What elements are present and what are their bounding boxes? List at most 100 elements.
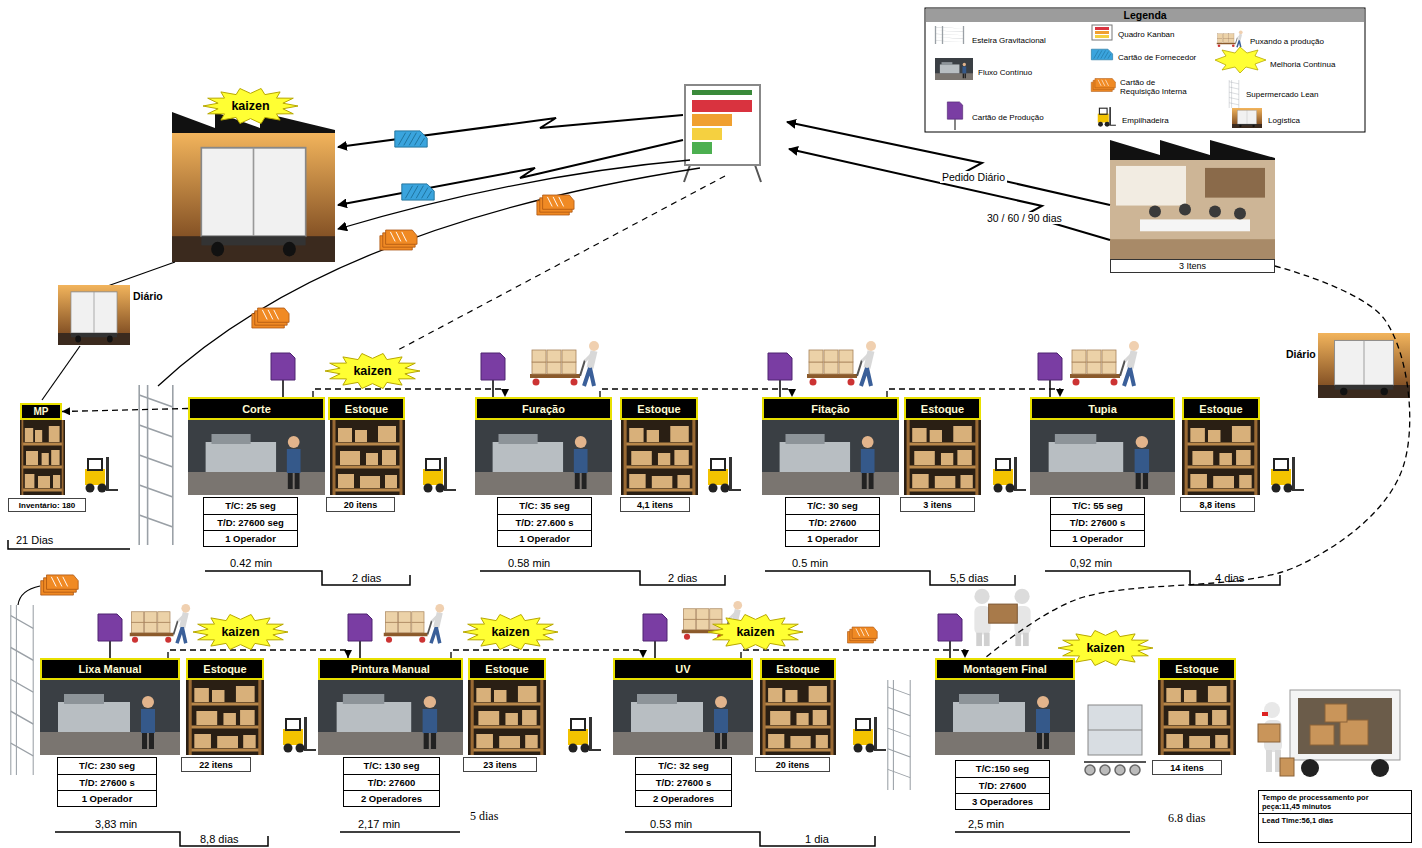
forklifts <box>708 457 741 493</box>
timeline-value: 0.53 min <box>650 818 692 830</box>
inventory-count-text: 14 itens <box>1153 763 1221 773</box>
inventory-count: 8,8 itens <box>1180 497 1255 512</box>
timeline-value: 0,92 min <box>1070 557 1112 569</box>
process-name: UV <box>615 663 751 675</box>
inventory-count: 20 itens <box>755 757 830 772</box>
legend-text: Puxando a produção <box>1250 37 1324 46</box>
process-data-text: 1 Operador <box>498 531 591 547</box>
information-flow <box>789 149 1110 240</box>
inventory-count: 20 itens <box>326 497 395 512</box>
production-cards <box>643 614 667 658</box>
information-flow <box>42 346 80 400</box>
legend-icons <box>1098 107 1116 127</box>
kaizen-burst: kaizen <box>708 614 803 650</box>
customer-building <box>1110 160 1275 259</box>
kaizen-star <box>463 615 558 650</box>
timeline-value: 2,17 min <box>358 818 400 830</box>
inventory-shelves <box>20 420 65 495</box>
kaizen-star <box>193 615 288 650</box>
production-cards <box>938 614 962 658</box>
timeline-value: 21 Dias <box>16 534 53 546</box>
kaizen-star <box>708 615 803 650</box>
logistics-trucks <box>58 285 1410 777</box>
timeline <box>955 831 1130 833</box>
cards <box>41 575 78 595</box>
logistics-trucks <box>1258 690 1400 777</box>
cards <box>402 184 434 200</box>
inventory-count-text: 23 itens <box>464 760 536 770</box>
summary-text: Lead Time:56,1 dias <box>1259 814 1411 827</box>
kaizen-text: kaizen <box>193 625 288 639</box>
gravity-racks <box>11 605 33 775</box>
production-cards <box>1038 353 1062 397</box>
production-cards <box>348 614 372 658</box>
raw-material-title: MP <box>20 403 62 420</box>
timeline <box>1045 571 1280 585</box>
information-flow <box>158 168 700 386</box>
legend-kanban-icon <box>1092 25 1112 40</box>
flow-note: Diário <box>1286 348 1316 360</box>
legend-text: Cartão de Requisição Interna <box>1120 78 1192 96</box>
forklifts <box>283 717 316 753</box>
legend-icons <box>1232 108 1262 128</box>
process-data-text: T/D: 27600 seg <box>204 515 297 532</box>
inventory-title: Estoque <box>186 658 264 680</box>
supplier-truck <box>172 133 335 262</box>
process-photos <box>475 420 612 495</box>
kaizen-burst: kaizen <box>463 614 558 650</box>
timeline-value: 6.8 dias <box>1168 812 1205 824</box>
legend-icons <box>1091 49 1112 60</box>
process-data-text: T/D: 27600 <box>344 775 439 792</box>
legend-text: Melhoria Contínua <box>1270 60 1335 69</box>
timeline <box>340 831 460 833</box>
process-data-text: 1 Operador <box>58 791 156 807</box>
inventory-count: 23 itens <box>463 757 537 772</box>
process-photos <box>318 680 463 755</box>
legend-text: Empilhadeira <box>1122 116 1169 125</box>
process-name: Pintura Manual <box>320 663 461 675</box>
process-data-text: T/D: 27600 s <box>1051 515 1144 532</box>
timeline <box>765 571 1015 585</box>
pull-workers <box>807 341 876 386</box>
inventory-shelves <box>468 680 546 755</box>
inventory-count: 3 itens <box>900 497 975 512</box>
legend-text: Cartão de Fornecedor <box>1118 53 1196 62</box>
kaizen-text: kaizen <box>708 625 803 639</box>
information-flow <box>102 262 175 288</box>
timeline-value: 5 dias <box>470 810 498 822</box>
kanban-board <box>692 114 732 126</box>
timeline-value: 0.42 min <box>230 557 272 569</box>
process-data-box: T/C:150 segT/D: 276003 Operadores <box>955 760 1050 810</box>
inventory-count-text: 3 itens <box>901 500 974 510</box>
legend-icons <box>935 25 1266 130</box>
process-photos <box>188 420 325 495</box>
legend-panel <box>925 8 1365 132</box>
inventory-title: Estoque <box>328 397 405 420</box>
legend-icons <box>947 102 962 130</box>
pull-workers <box>530 341 599 386</box>
inventory-title-text: Estoque <box>188 663 262 675</box>
process-title: Fitação <box>762 397 899 420</box>
legend-icons <box>935 58 973 80</box>
legend-text: Fluxo Contínuo <box>978 68 1032 77</box>
information-flow <box>787 122 1110 205</box>
inventory-title-text: Estoque <box>330 403 403 415</box>
kanban-board <box>685 85 760 165</box>
inventory-title-text: Estoque <box>1160 663 1234 675</box>
kanban-board <box>755 165 761 182</box>
kaizen-star <box>325 354 420 389</box>
process-data-box: T/C: 25 segT/D: 27600 seg1 Operador <box>203 497 298 547</box>
process-data-text: 2 Operadores <box>344 791 439 807</box>
inventory-title-text: Estoque <box>906 403 979 415</box>
inventory-title-text: Estoque <box>1184 403 1258 415</box>
legend-icons <box>1091 79 1115 92</box>
customer-building <box>1110 140 1275 160</box>
connectors <box>62 266 1410 658</box>
timeline-value: 1 dia <box>805 833 829 845</box>
process-data-box: T/C: 35 segT/D: 27.600 s1 Operador <box>497 497 592 547</box>
inventory-total: Inventário: 180 <box>8 498 86 512</box>
legend-text: Supermercado Lean <box>1246 90 1319 99</box>
